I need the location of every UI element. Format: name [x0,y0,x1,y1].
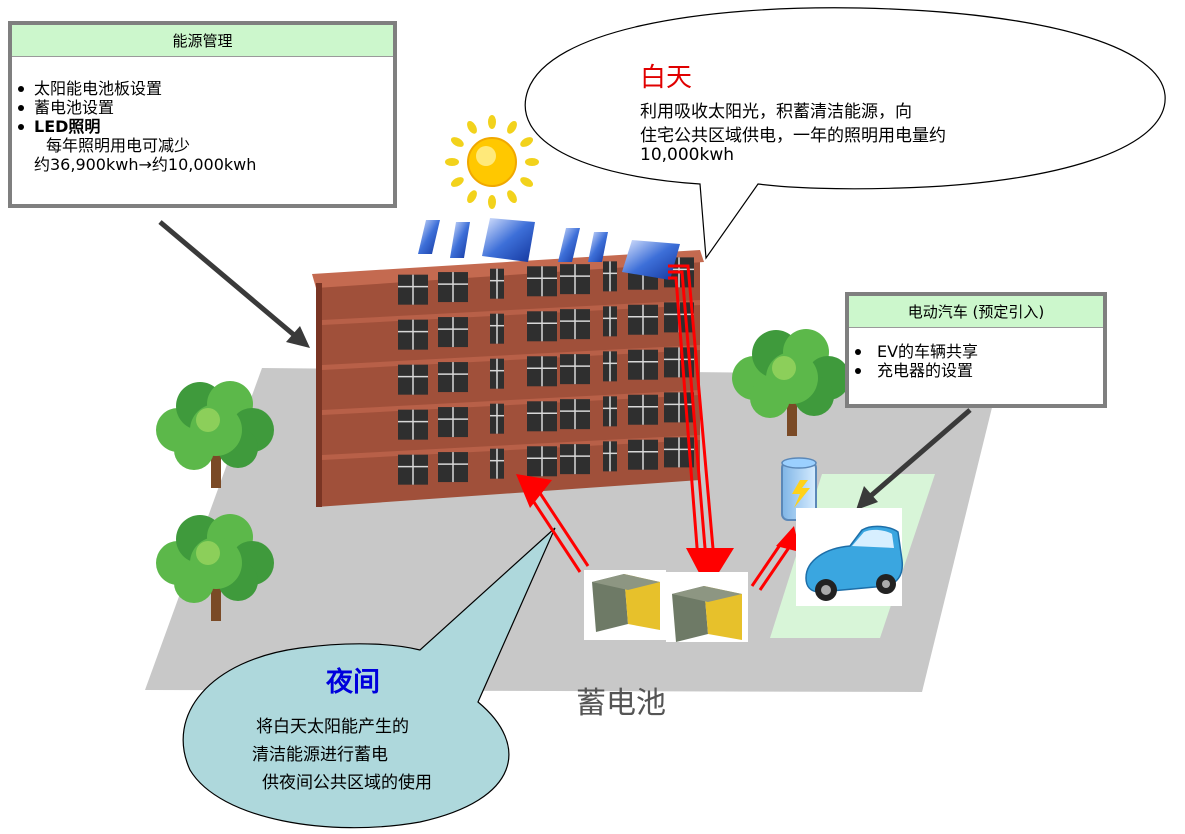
energy-item-solar: 太阳能电池板设置 [12,79,393,98]
day-line3: 10,000kwh [640,145,735,165]
sun-ray [450,137,464,147]
sun-highlight [476,146,496,166]
connector-arrows [158,220,972,510]
day-title: 白天 [640,63,693,93]
battery-unit-2 [666,572,748,642]
night-bubble-shape [182,527,556,829]
tree-icon [156,381,274,488]
energy-item-led: LED照明 [12,117,393,136]
ev-panel-title: 电动汽车 (预定引入) [849,296,1103,328]
energy-note-line2: 约36,900kwh→约10,000kwh [34,155,257,174]
sun-ray [450,177,464,187]
trees [156,329,850,621]
battery-unit-1 [584,570,666,640]
energy-panel-title: 能源管理 [12,25,393,57]
sun-ray [467,120,477,134]
ev-item-charger: 充电器的设置 [849,361,1103,380]
ev-panel: 电动汽车 (预定引入) EV的车辆共享 充电器的设置 [845,292,1107,408]
day-bubble-shape [524,7,1166,260]
night-line1: 将白天太阳能产生的 [256,717,409,737]
day-line1: 利用吸收太阳光，积蓄清洁能源，向 [640,102,912,122]
red-arrow-heads [516,474,800,590]
sun-ray [525,158,539,166]
battery-label: 蓄电池 [576,686,666,721]
sun-ray [520,177,534,187]
sun-ray [488,195,496,209]
tree-icon [732,329,850,436]
energy-management-panel: 能源管理 太阳能电池板设置 蓄电池设置 LED照明 每年照明用电可减少 约36,… [8,21,397,208]
night-title: 夜间 [326,667,380,698]
sun-ray [445,158,459,166]
energy-item-battery: 蓄电池设置 [12,98,393,117]
night-line3: 供夜间公共区域的使用 [262,773,432,793]
energy-note-line1: 每年照明用电可减少 [46,136,191,155]
sun-ray [467,190,477,204]
solar-panels [418,218,680,280]
night-line2: 清洁能源进行蓄电 [252,745,388,765]
sun-ray [488,115,496,129]
sun-icon [445,115,539,209]
tree-icon [156,514,274,621]
sun-ray [507,190,517,204]
red-flow-arrows [524,264,792,591]
sun-ray [520,137,534,147]
day-line2: 住宅公共区域供电，一年的照明用电量约 [640,126,946,146]
electric-car-icon [796,508,904,606]
building-windows [398,257,694,485]
ev-item-sharing: EV的车辆共享 [849,342,1103,361]
sun-ray [507,120,517,134]
